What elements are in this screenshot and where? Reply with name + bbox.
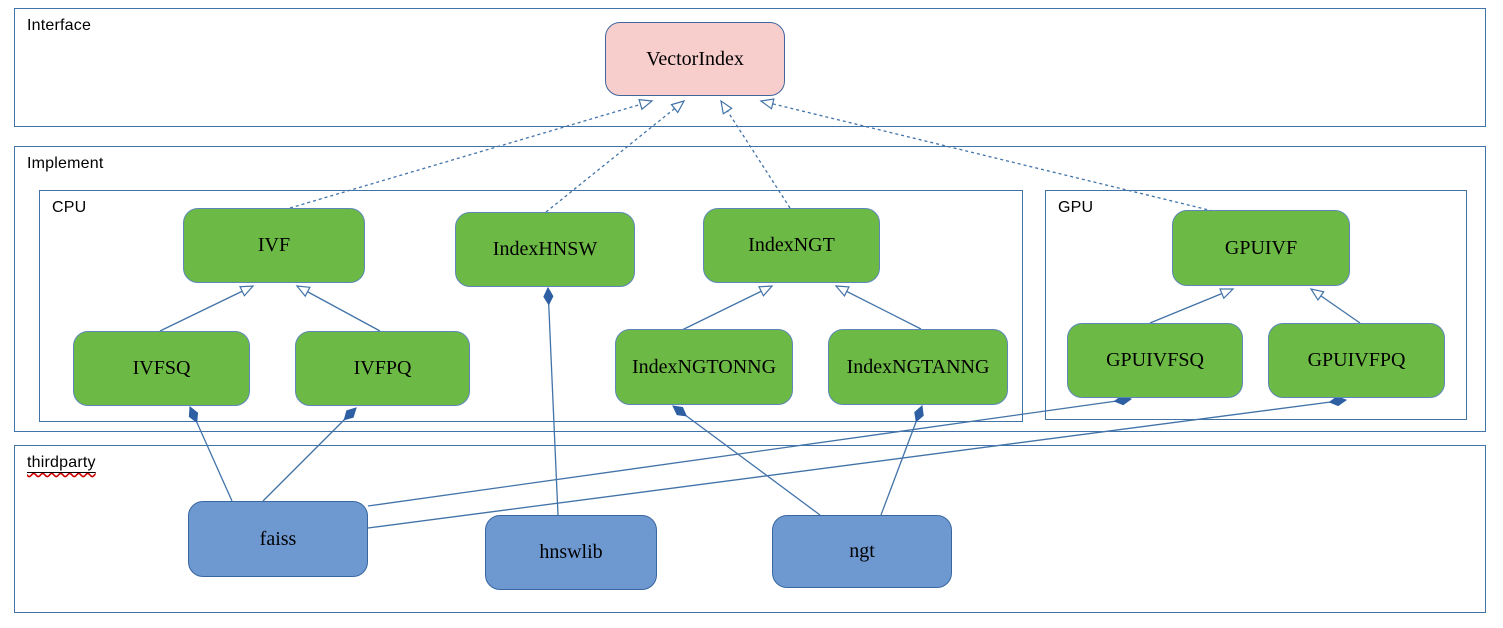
node-label: IndexNGTONNG <box>631 355 777 378</box>
node-indexhnsw[interactable]: IndexHNSW <box>455 212 635 287</box>
container-label-interface: Interface <box>27 17 92 34</box>
node-label: VectorIndex <box>646 47 744 70</box>
node-label: IndexNGT <box>748 234 835 256</box>
node-indexngt[interactable]: IndexNGT <box>703 208 880 283</box>
node-ngt[interactable]: ngt <box>772 515 952 588</box>
node-ivfsq[interactable]: IVFSQ <box>73 331 250 406</box>
node-indexngtonng[interactable]: IndexNGTONNG <box>615 329 793 405</box>
node-gpuivfpq[interactable]: GPUIVFPQ <box>1268 323 1445 398</box>
node-label: IVFPQ <box>353 357 412 379</box>
node-ivfpq[interactable]: IVFPQ <box>295 331 470 406</box>
container-label-cpu: CPU <box>52 199 87 216</box>
node-label: GPUIVF <box>1224 236 1298 259</box>
node-label: faiss <box>259 527 297 550</box>
node-label: IndexHNSW <box>492 238 598 260</box>
node-label: hnswlib <box>539 541 603 563</box>
container-label-implement: Implement <box>27 155 104 172</box>
container-label-thirdparty: thirdparty <box>27 454 96 471</box>
node-gpuivfsq[interactable]: GPUIVFSQ <box>1067 323 1243 398</box>
node-faiss[interactable]: faiss <box>188 501 368 577</box>
node-label: GPUIVFSQ <box>1106 349 1204 371</box>
container-label-gpu: GPU <box>1058 199 1094 216</box>
node-label: IVF <box>257 234 291 256</box>
node-label: ngt <box>849 540 875 562</box>
node-indexngtanng[interactable]: IndexNGTANNG <box>828 329 1008 405</box>
node-label: IVFSQ <box>132 357 191 379</box>
node-label: IndexNGTANNG <box>846 355 990 378</box>
node-vectorindex[interactable]: VectorIndex <box>605 22 785 96</box>
node-gpuivf[interactable]: GPUIVF <box>1172 210 1350 286</box>
node-label: GPUIVFPQ <box>1307 349 1406 371</box>
node-ivf[interactable]: IVF <box>183 208 365 283</box>
node-hnswlib[interactable]: hnswlib <box>485 515 657 590</box>
